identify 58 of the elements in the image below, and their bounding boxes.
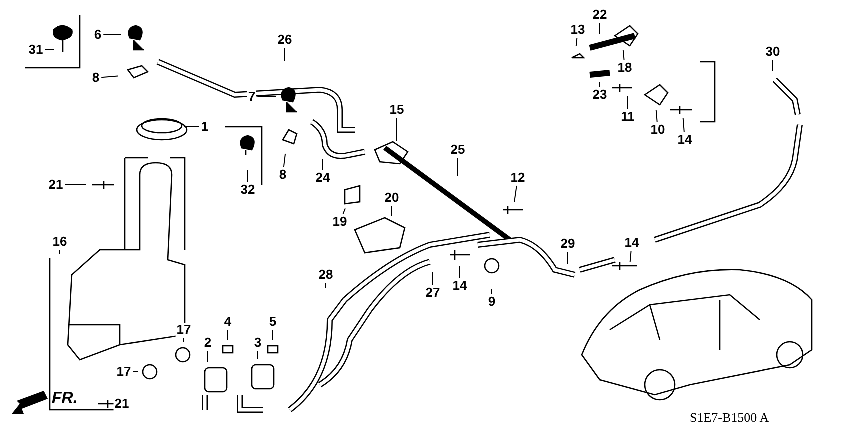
leader-line	[432, 272, 434, 286]
callout-number: 8	[91, 71, 101, 85]
callout-number: 21	[48, 178, 64, 192]
callout-number: 30	[764, 45, 782, 59]
callout-number: 20	[384, 191, 400, 205]
callout-number: 14	[624, 236, 640, 250]
leader-line	[342, 208, 346, 214]
callout-number: 2	[203, 336, 213, 350]
leader-line	[103, 34, 122, 36]
part-code: S1E7-B1500 A	[690, 410, 770, 425]
leader-line	[682, 118, 685, 132]
leader-line	[514, 186, 518, 203]
leader-line	[630, 250, 632, 263]
callout-number: 11	[620, 110, 636, 124]
callout-number: 29	[560, 237, 576, 251]
callout-number: 6	[93, 28, 103, 42]
leader-line	[257, 96, 276, 98]
callout-number: 14	[452, 279, 468, 293]
direction-label: FR.	[52, 390, 78, 408]
callout-number: 19	[332, 215, 348, 229]
leader-line	[322, 158, 324, 170]
callout-number: 10	[650, 123, 666, 137]
callout-number: 17	[116, 365, 132, 379]
callout-number: 27	[424, 286, 442, 300]
callout-number: 16	[52, 235, 68, 249]
leader-line	[64, 184, 86, 186]
leader-line	[283, 153, 286, 168]
leader-line	[576, 38, 578, 47]
callout-number: 24	[314, 171, 332, 185]
leader-line	[101, 76, 118, 78]
callout-number: 7	[247, 90, 257, 104]
callout-number: 15	[388, 103, 406, 117]
leader-line	[284, 48, 286, 62]
callout-number: 4	[223, 315, 233, 329]
leader-line	[272, 330, 274, 340]
leader-line	[656, 109, 658, 122]
callout-number: 31	[28, 43, 44, 57]
callout-number: 23	[592, 88, 608, 102]
callout-number: 5	[268, 315, 278, 329]
callout-number: 18	[616, 61, 634, 75]
callout-number: 17	[176, 323, 192, 337]
callout-number: 26	[276, 33, 294, 47]
leader-line	[772, 60, 774, 72]
callout-number: 3	[253, 336, 263, 350]
callout-number: 21	[114, 397, 130, 411]
leader-line	[622, 49, 625, 60]
callout-number: 1	[200, 120, 210, 134]
callout-number: 12	[510, 171, 526, 185]
leader-line	[184, 126, 200, 128]
callout-number: 13	[570, 23, 586, 37]
leader-line	[396, 118, 398, 142]
callout-number: 9	[487, 295, 497, 309]
callout-number: 14	[676, 133, 694, 147]
callout-number: 8	[278, 168, 288, 182]
callout-number: 28	[318, 268, 334, 282]
callout-number: 32	[240, 183, 256, 197]
callout-number: 22	[592, 8, 608, 22]
callout-number: 25	[450, 143, 466, 157]
